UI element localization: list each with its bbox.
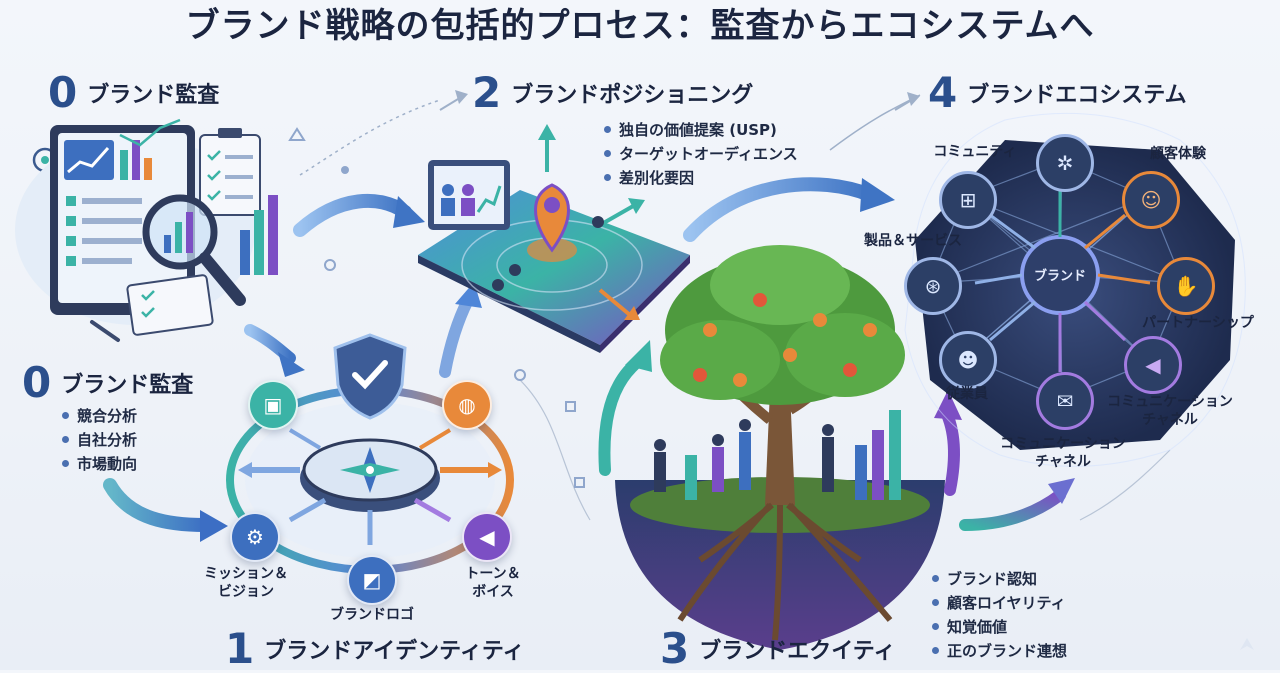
section2-bullet-list: 独自の価値提案 (USP) ターゲットオーディエンス 差別化要因 xyxy=(604,116,798,191)
section2-label: ブランドポジショニング xyxy=(511,83,754,108)
network-icon: ✲ xyxy=(1036,134,1094,192)
list-item: ターゲットオーディエンス xyxy=(604,143,798,164)
list-item: 市場動向 xyxy=(62,453,137,474)
product-network-icon: ⊛ xyxy=(904,257,962,315)
section3-label: ブランドエクイティ xyxy=(699,639,896,664)
community-label: コミュニティ xyxy=(933,144,1017,160)
list-item: 競合分析 xyxy=(62,405,137,426)
communication-channel-bottom-label: コミュニケーション チャネル xyxy=(1000,436,1126,470)
magnifier-icon xyxy=(142,194,246,306)
section1-number: 1 xyxy=(225,624,255,673)
globe-icon: ◍ xyxy=(442,380,492,430)
customer-experience-label: 顧客体験 xyxy=(1150,146,1206,162)
list-item: 顧客ロイヤリティ xyxy=(932,592,1067,613)
section4-number: 4 xyxy=(928,68,958,117)
employees-label: 従業員 xyxy=(946,386,988,402)
section0-top-heading: 0 ブランド監査 xyxy=(48,72,219,114)
list-item: 差別化要因 xyxy=(604,167,798,188)
section4-label: ブランドエコシステム xyxy=(967,83,1187,108)
section3-heading: 3 ブランドエクイティ xyxy=(660,628,895,670)
section2-number: 2 xyxy=(472,68,502,117)
partnership-label: パートナーシップ xyxy=(1142,315,1254,331)
gear-icon: ⚙ xyxy=(230,512,280,562)
location-map-icon xyxy=(418,124,690,353)
community-icon: ⊞ xyxy=(939,171,997,229)
list-item: 独自の価値提案 (USP) xyxy=(604,119,798,140)
communication-channel-right-label: コミュニケーション チャネル xyxy=(1107,394,1233,428)
briefcase-icon: ▣ xyxy=(248,380,298,430)
section1-label: ブランドアイデンティティ xyxy=(264,639,525,664)
section0-heading: 0 ブランド監査 xyxy=(22,362,193,404)
section3-bullet-list: ブランド認知 顧客ロイヤリティ 知覚価値 正のブランド連想 xyxy=(932,565,1067,664)
employee-icon: ☻ xyxy=(939,331,997,389)
section0-bullet-list: 競合分析 自社分析 市場動向 xyxy=(62,402,137,477)
products-services-label: 製品＆サービス xyxy=(864,233,962,249)
list-item: ブランド認知 xyxy=(932,568,1067,589)
section4-heading: 4 ブランドエコシステム xyxy=(928,72,1187,114)
page-title: ブランド戦略の包括的プロセス：監査からエコシステムへ xyxy=(185,6,1095,46)
list-item: 知覚価値 xyxy=(932,616,1067,637)
megaphone-icon: ◀ xyxy=(1124,336,1182,394)
monitor-chart-icon xyxy=(15,118,278,342)
section3-number: 3 xyxy=(660,624,690,673)
shield-check-icon xyxy=(333,333,407,420)
chat-icon: ✉ xyxy=(1036,372,1094,430)
section0-label: ブランド監査 xyxy=(61,373,194,398)
tree-icon xyxy=(598,245,962,650)
section2-heading: 2 ブランドポジショニング xyxy=(472,72,753,114)
megaphone-icon: ◀ xyxy=(462,512,512,562)
mission-vision-label: ミッション＆ ビジョン xyxy=(204,566,288,600)
logo-icon: ◩ xyxy=(347,555,397,605)
list-item: 自社分析 xyxy=(62,429,137,450)
section0-number: 0 xyxy=(22,358,52,407)
tone-voice-label: トーン＆ ボイス xyxy=(465,566,521,600)
section1-heading: 1 ブランドアイデンティティ xyxy=(225,628,525,670)
brand-center-label: ブランド xyxy=(1033,269,1086,284)
list-item: 正のブランド連想 xyxy=(932,640,1067,661)
compass-icon xyxy=(300,438,440,512)
section0-top-label: ブランド監査 xyxy=(87,83,220,108)
handshake-icon: ✋ xyxy=(1157,257,1215,315)
brand-logo-label: ブランドロゴ xyxy=(330,607,414,623)
section0-top-number: 0 xyxy=(48,68,78,117)
customer-group-icon: ☺ xyxy=(1122,171,1180,229)
